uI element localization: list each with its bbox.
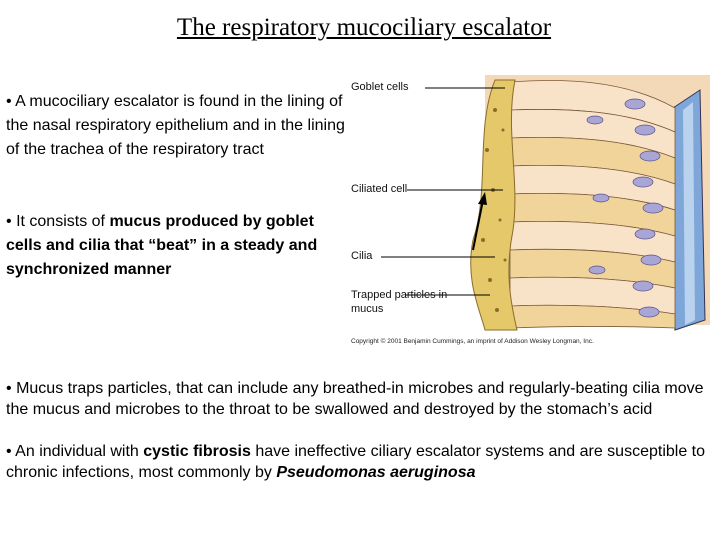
mucociliary-diagram: Goblet cells Ciliated cell Cilia Trapped… (345, 70, 720, 350)
page-title: The respiratory mucociliary escalator (176, 14, 552, 41)
pseudomonas-term: Pseudomonas aeruginosa (276, 464, 476, 481)
cystic-fibrosis-term: cystic fibrosis (143, 443, 251, 460)
bullet-2: • It consists of mucus produced by goble… (6, 210, 346, 282)
figure-copyright: Copyright © 2001 Benjamin Cummings, an i… (351, 338, 594, 345)
bullet-marker: • (6, 213, 12, 230)
bullet-1: • A mucociliary escalator is found in th… (6, 90, 346, 162)
cilia-label: Cilia (351, 250, 373, 262)
bullet-2-bold-text: mucus produced by goblet cells and cilia… (6, 213, 318, 278)
bullet-1-text: A mucociliary escalator is found in the … (6, 93, 345, 158)
bullet-4-text-pre: An individual with (15, 443, 139, 460)
bullet-3: • Mucus traps particles, that can includ… (6, 378, 722, 420)
bullet-4-text-mid: have ineffective ciliary escalator syste… (6, 443, 706, 481)
bullet-3-text: Mucus traps particles, that can include … (6, 380, 704, 418)
bullet-4: • An individual with cystic fibrosis hav… (6, 441, 722, 483)
epithelium-illustration (381, 75, 710, 331)
goblet-cells-label: Goblet cells (351, 81, 409, 93)
bullet-2-text: It consists of (16, 213, 105, 230)
ciliated-cell-label: Ciliated cell (351, 183, 408, 195)
bullet-marker: • (6, 443, 12, 460)
bullet-marker: • (6, 380, 12, 397)
trapped-particles-label: Trapped particles in mucus (351, 289, 448, 315)
bullet-marker: • (6, 93, 12, 110)
